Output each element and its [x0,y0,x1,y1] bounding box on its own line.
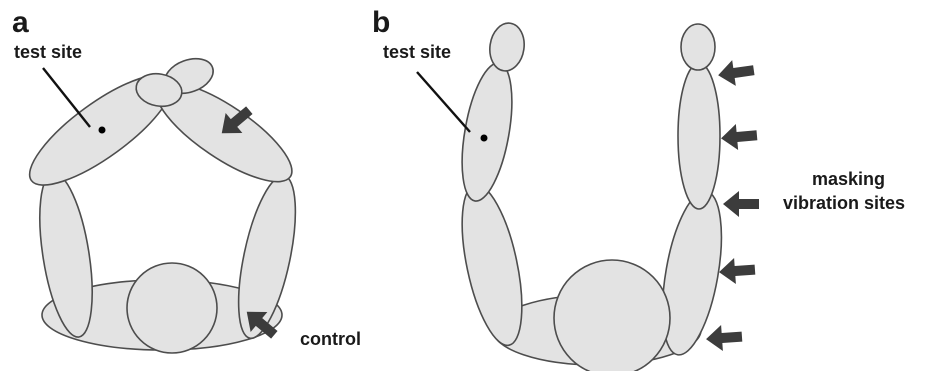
panel-a-test-site-dot [98,126,106,134]
panel-a: a test site control [12,6,361,354]
panel-b-masking-label-line2: vibration sites [783,193,905,213]
panel-b-masking-arrow [718,60,755,86]
panel-b-masking-arrow [721,124,758,150]
panel-b-masking-arrow [723,191,759,217]
panel-a-head [126,262,218,354]
panel-a-right-upper-arm [237,174,297,340]
panel-b-test-site-dot [480,134,488,142]
panel-a-vibration-arrow [221,106,253,134]
panel-b-left-hand [489,22,525,72]
panel-b-head [553,259,671,371]
panel-b-letter: b [372,6,390,39]
panel-b-test-site-label: test site [383,42,451,62]
panel-a-left-hand [135,72,183,108]
panel-b-test-site-leader [416,71,471,133]
panel-b-masking-arrow [706,325,743,351]
panel-b-masking-arrow [719,258,756,284]
panel-a-left-upper-arm [39,172,93,338]
panel-b-masking-label-line1: masking [812,169,885,189]
panel-b-left-upper-arm [461,183,523,347]
panel-b-right-forearm [677,62,721,210]
panel-a-test-site-leader [42,67,91,128]
panel-a-control-label: control [300,329,361,349]
panel-a-control-arrow [246,311,278,339]
panel-b-right-hand [680,23,716,71]
panel-b-left-forearm [461,62,513,202]
panel-a-test-site-label: test site [14,42,82,62]
panel-b: b test site masking vibration sites [372,6,905,371]
panel-a-letter: a [12,6,29,39]
